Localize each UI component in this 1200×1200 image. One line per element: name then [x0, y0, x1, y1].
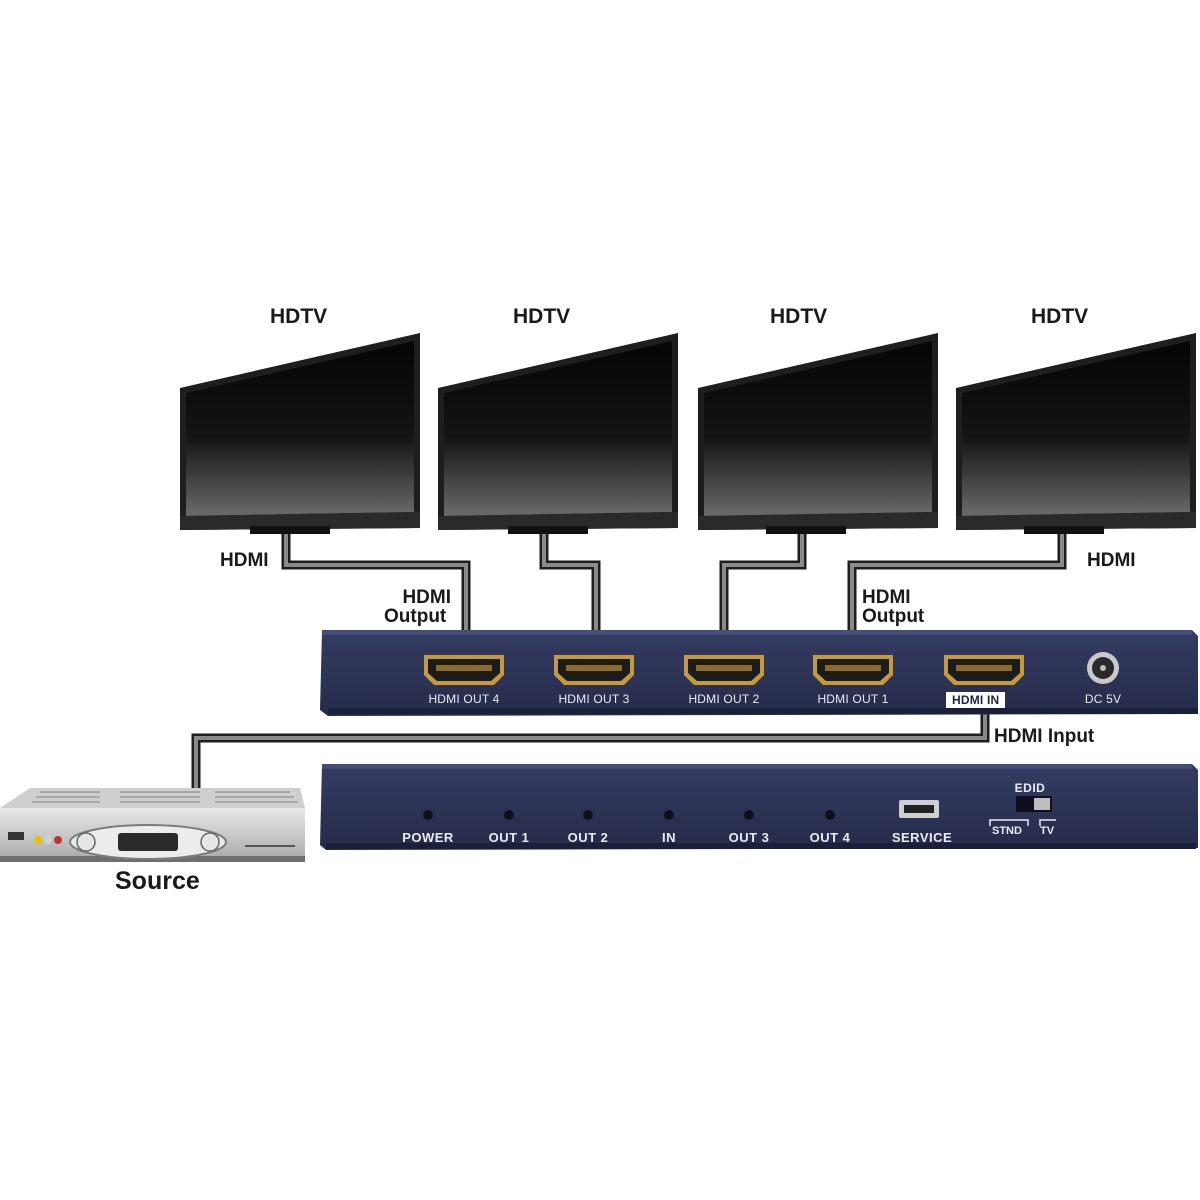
service-port-label: SERVICE [891, 830, 953, 845]
hdmi-out-4-label: HDMI OUT 4 [428, 692, 500, 706]
hdtv-1 [180, 333, 420, 534]
hdmi-cable-label-right: HDMI [1087, 550, 1136, 571]
hdmi-input-label: HDMI Input [994, 726, 1095, 747]
edid-tv-label: TV [1040, 825, 1055, 837]
hdmi-out-2-port[interactable] [684, 655, 764, 685]
output-cables [191, 528, 1067, 790]
hdmi-out-2-label: HDMI OUT 2 [688, 692, 760, 706]
hdmi-output-label-left-line2: Output [384, 606, 447, 627]
edid-switch[interactable] [989, 796, 1056, 826]
service-usb-port[interactable] [899, 800, 939, 818]
hdmi-out-1-port[interactable] [813, 655, 893, 685]
hdmi-out-3-label: HDMI OUT 3 [558, 692, 630, 706]
hdmi-out-3-port[interactable] [554, 655, 634, 685]
out-3-led-label: OUT 3 [728, 830, 770, 845]
out-2-led-label: OUT 2 [567, 830, 609, 845]
hdmi-output-label-right-line1: HDMI [862, 587, 911, 608]
hdmi-in-port[interactable] [944, 655, 1024, 685]
dc-power-jack[interactable] [1087, 652, 1119, 684]
in-led-label: IN [662, 830, 676, 845]
source-device [0, 788, 305, 862]
hdmi-output-label-left-line1: HDMI [402, 587, 451, 608]
hdmi-out-1-label: HDMI OUT 1 [817, 692, 889, 706]
dc-5v-label: DC 5V [1084, 692, 1122, 706]
hdmi-in-label: HDMI IN [946, 692, 1006, 708]
hdmi-output-label-right-line2: Output [862, 606, 925, 627]
hdtv-2-title: HDTV [513, 305, 571, 328]
hdmi-cable-label-left: HDMI [220, 550, 269, 571]
splitter-front-panel [320, 764, 1198, 850]
out-4-led-label: OUT 4 [809, 830, 851, 845]
hdtv-2 [438, 333, 678, 534]
hdmi-out-4-port[interactable] [424, 655, 504, 685]
indicator-leds [423, 810, 835, 820]
source-label: Source [115, 867, 200, 895]
hdtv-4 [956, 333, 1196, 534]
out-1-led-label: OUT 1 [488, 830, 530, 845]
hdtv-3-title: HDTV [770, 305, 828, 328]
edid-stnd-label: STND [992, 825, 1022, 837]
power-led-label: POWER [402, 830, 454, 845]
hdtv-3 [698, 333, 938, 534]
hdtv-1-title: HDTV [270, 305, 328, 328]
edid-label: EDID [1014, 781, 1046, 795]
hdtv-4-title: HDTV [1031, 305, 1089, 328]
